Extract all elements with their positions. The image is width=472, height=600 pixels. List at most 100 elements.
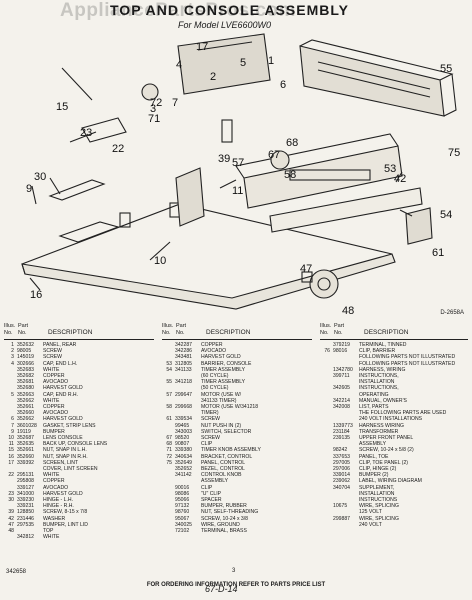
illus-no: 48: [8, 528, 14, 535]
description: BUMPER: [43, 428, 65, 435]
description: ASSEMBLY: [201, 478, 229, 485]
part-no: 98520: [175, 435, 190, 442]
part-no: 128850: [17, 509, 34, 516]
part-no: 145019: [17, 354, 34, 361]
description: (60 CYCLE): [201, 373, 229, 380]
description: NUT PUSH IN (2): [201, 422, 242, 429]
description: CLIP: [201, 441, 213, 448]
callout-53: 53: [384, 163, 396, 175]
callout-48: 48: [342, 305, 354, 317]
part-row: FOLLOWING PARTS NOT ILLUSTRATED: [320, 354, 468, 360]
page-title: TOP AND CONSOLE ASSEMBLY: [110, 2, 349, 18]
callout-61: 61: [432, 247, 444, 259]
illus-no: 2: [11, 348, 14, 355]
part-no: 1339773: [333, 422, 353, 429]
part-no: 339127: [17, 484, 34, 491]
description: 240 VOLT INSTALLATIONS: [359, 416, 423, 423]
description: TIMER ASSEMBLY: [201, 366, 246, 373]
illus-no: 15: [8, 447, 14, 454]
part-no: 343481: [175, 354, 192, 361]
part-no: 340704: [333, 484, 350, 491]
illus-no: 5: [11, 391, 14, 398]
part-no: 352687: [17, 435, 34, 442]
illus-no: 72: [166, 453, 172, 460]
illus-no: 22: [8, 472, 14, 479]
callout-30: 30: [34, 171, 46, 183]
header-part: Part: [334, 323, 345, 329]
callout-6: 6: [280, 79, 286, 91]
description: HINGE - L.H.: [43, 497, 74, 504]
description: WHITE: [43, 472, 60, 479]
description: INSTRUCTIONS,: [359, 373, 399, 380]
callout-4: 4: [176, 59, 182, 71]
illus-no: 9: [11, 428, 14, 435]
part-row: THE FOLLOWING PARTS ARE USED: [320, 410, 468, 416]
description: FOLLOWING PARTS NOT ILLUSTRATED: [359, 354, 456, 361]
part-no: 98005: [17, 348, 32, 355]
illus-no: 1: [11, 342, 14, 348]
callout-9: 9: [26, 183, 32, 195]
description: NUT, SNAP IN R.H.: [43, 453, 88, 460]
description: MOTOR (USE W/: [201, 391, 242, 398]
description: WHITE: [43, 534, 60, 541]
part-no: 342286: [175, 348, 192, 355]
callout-22: 22: [112, 143, 124, 155]
part-no: 99465: [175, 422, 190, 429]
part-row: ASSEMBLY: [162, 478, 312, 484]
part-no: 342008: [333, 404, 350, 411]
part-no: 352652: [175, 466, 192, 473]
description: SCREW, 8-15 x 7/8: [43, 509, 88, 516]
header-part: Part: [18, 323, 29, 329]
description: LABEL, WIRING DIAGRAM: [359, 478, 422, 485]
callout-17: 17: [196, 41, 208, 53]
callout-68: 68: [286, 137, 298, 149]
illus-no: [4, 534, 17, 540]
part-no: 302666: [17, 360, 34, 367]
part-no: 297005: [333, 459, 350, 466]
callout-2: 2: [210, 71, 216, 83]
description: WHITE: [43, 366, 60, 373]
description: LIST, PARTS: [359, 404, 389, 411]
description: BUMPER, RUBBER: [201, 503, 247, 510]
description: CAP, END L.H.: [43, 360, 78, 367]
lint-opening: [58, 221, 120, 243]
header-desc: DESCRIPTION: [206, 329, 251, 336]
description: CLIP, HINGE (2): [359, 466, 397, 473]
part-row: 342008 LIST, PARTS: [320, 404, 468, 410]
description: GASKET, STRIP LENS: [43, 422, 96, 429]
description: SCREW: [43, 348, 62, 355]
footer-code: 342658: [6, 569, 27, 575]
part-no: 342812: [17, 534, 34, 541]
description: HARVEST GOLD: [43, 385, 83, 392]
part-no: 342214: [333, 397, 350, 404]
callout-75: 75: [448, 147, 460, 159]
console-back: [299, 45, 445, 117]
description: CAP, END R.H.: [43, 391, 79, 398]
part-no: 340025: [175, 521, 192, 528]
illus-no: [162, 528, 175, 534]
